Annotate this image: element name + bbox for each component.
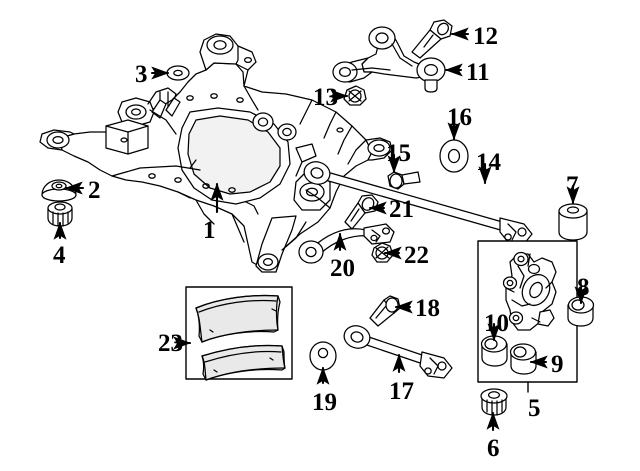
- part-crossmember: [39, 33, 393, 273]
- callout-20: 20: [330, 255, 355, 282]
- callout-7: 7: [566, 172, 579, 199]
- part-16-washer: [439, 139, 469, 173]
- callout-13: 13: [313, 84, 338, 111]
- callout-22: 22: [404, 242, 429, 269]
- callout-17: 17: [389, 378, 414, 405]
- callout-15: 15: [386, 140, 411, 167]
- callout-11: 11: [466, 59, 490, 86]
- part-21-bolt: [344, 194, 379, 230]
- callout-14: 14: [476, 149, 501, 176]
- part-17-lateral-link-lower: [343, 325, 453, 379]
- part-4-insulator: [47, 201, 73, 227]
- part-15-bolt: [387, 171, 421, 190]
- callout-19: 19: [312, 389, 337, 416]
- part-3-washer: [166, 65, 190, 81]
- callout-6: 6: [487, 435, 500, 462]
- part-2-mount-stopper: [41, 179, 77, 202]
- part-9-bushing: [509, 343, 537, 375]
- part-18-bolt: [369, 295, 401, 327]
- callout-18: 18: [415, 295, 440, 322]
- callout-21: 21: [389, 196, 414, 223]
- part-6-insulator: [480, 388, 508, 416]
- part-19-washer: [309, 341, 337, 371]
- part-12-bolt: [411, 19, 453, 59]
- callout-3: 3: [135, 61, 148, 88]
- callout-16: 16: [447, 104, 472, 131]
- callout-5: 5: [528, 395, 541, 422]
- part-11-upper-control-arm: [332, 26, 446, 93]
- part-23-splash-shields: [185, 286, 293, 381]
- callout-8: 8: [577, 274, 590, 301]
- callout-4: 4: [53, 242, 66, 269]
- callout-23: 23: [158, 330, 183, 357]
- part-7-spacer: [558, 203, 588, 241]
- callout-9: 9: [551, 351, 564, 378]
- callout-12: 12: [473, 23, 498, 50]
- callout-1: 1: [203, 217, 216, 244]
- callout-10: 10: [484, 310, 509, 337]
- callout-2: 2: [88, 177, 101, 204]
- part-20-toe-link: [298, 223, 395, 264]
